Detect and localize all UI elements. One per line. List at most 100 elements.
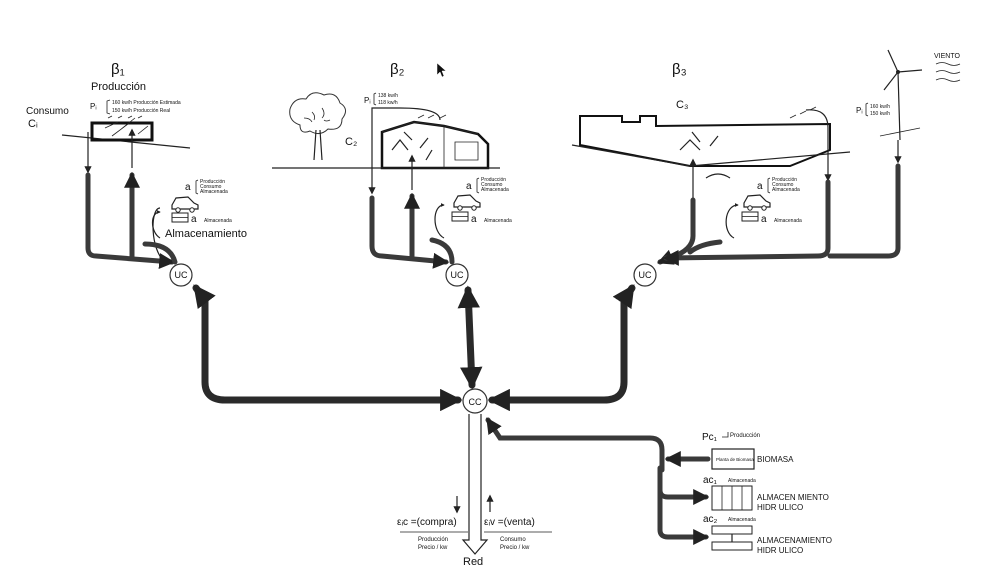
site-3-building-icon	[579, 115, 831, 167]
site-1-storage-link	[152, 207, 166, 263]
site-2-a1-symbol: a	[466, 181, 472, 192]
site-1-battery-icon	[171, 212, 189, 223]
site-1-beta: β₁	[111, 61, 125, 78]
site-3-sun-rays-icon	[789, 106, 817, 119]
site-3-a1-brace	[767, 177, 771, 194]
aux-hydro-tank-2-icon	[711, 525, 753, 551]
site-3-battery-icon	[741, 211, 759, 222]
site-1-p-symbol: Pᵢ	[90, 102, 97, 111]
site-2-p-symbol: Pᵢ	[364, 96, 371, 105]
site-2-tree-icon	[289, 92, 346, 161]
site-3-wind-label: VIENTO	[934, 53, 960, 60]
site-3-c-symbol: C₃	[676, 99, 688, 111]
site-1-uc-node	[169, 263, 193, 287]
site-1-p-value-1: 160 kw/h Producción Estimada	[112, 100, 181, 106]
site-2-car-icon	[453, 194, 481, 211]
site-3-storage-loop	[725, 203, 739, 239]
site-1-a2-symbol: a	[191, 214, 197, 225]
site-3-a2-symbol: a	[761, 214, 767, 225]
site-3-p-symbol: Pᵢ	[856, 106, 863, 115]
site-2-a1-brace	[476, 177, 480, 194]
link-uc2-cc	[457, 285, 483, 390]
site-2-a2-item: Almacenada	[484, 218, 512, 224]
site-1-flow-consumption	[85, 172, 176, 269]
site-2-a1-item-1: Producción	[481, 177, 506, 183]
aux-hydro-1-flow	[657, 465, 710, 506]
site-1-flow-storage	[142, 241, 178, 265]
site-1-a1-brace	[195, 179, 199, 195]
aux-a1-item: Almacenada	[728, 478, 756, 484]
site-2-flow-storage	[429, 237, 455, 265]
mouse-cursor-icon	[436, 62, 447, 78]
link-uc1-cc	[192, 284, 463, 412]
site-2-sun-rays-icon	[417, 114, 447, 119]
site-3: β₃ C₃ Pᵢ 160 kw/h 150 kw/h VIENTO a Prod…	[571, 49, 961, 287]
site-3-a1-symbol: a	[757, 181, 763, 192]
aux-p-label: Producción	[730, 433, 760, 439]
site-1-storage-label: Almacenamiento	[165, 228, 247, 240]
site-2-roof-link	[399, 107, 441, 121]
site-3-p-value-2: 150 kw/h	[870, 111, 890, 117]
site-3-flow-storage	[687, 239, 723, 255]
site-1-a1-item-2: Consumo	[200, 184, 222, 190]
site-2-uc-label: UC	[451, 270, 464, 280]
site-3-a2-item: Almacenada	[774, 218, 802, 224]
link-uc3-cc	[487, 284, 636, 412]
site-2-p-value-2: 118 kw/h	[378, 100, 398, 106]
cc-label: CC	[469, 397, 482, 407]
site-2-p-brace	[373, 92, 377, 106]
site-2-consumption-arrow	[368, 107, 400, 195]
site-3-a1-item-2: Consumo	[772, 182, 794, 188]
cc-node	[462, 388, 488, 414]
buy-sub-2: Precio / kw	[418, 545, 448, 551]
site-3-wind-turbine-icon	[879, 49, 923, 141]
site-3-flow-consumption	[662, 179, 831, 266]
site-3-consumption-arrow	[805, 109, 832, 182]
site-3-a1-item-3: Almacenada	[772, 187, 800, 193]
auxiliary: Pc₁ Producción Planta de Biomasa BIOMASA…	[657, 432, 832, 555]
aux-hydro-1-label-1: ALMACEN MIENTO	[757, 493, 829, 502]
site-1-a1-symbol: a	[185, 182, 191, 193]
sell-sub-1: Consumo	[500, 537, 526, 543]
site-2-c-symbol: C₂	[345, 136, 357, 148]
site-3-p-brace	[865, 102, 869, 117]
grid-arrow	[461, 414, 489, 555]
aux-hydro-1-label-2: HIDR ULICO	[757, 503, 803, 512]
site-3-car-icon	[743, 194, 771, 211]
aux-p-symbol: Pc₁	[702, 432, 718, 443]
site-2-battery-icon	[451, 211, 469, 222]
site-1-consumption-label: Consumo	[26, 106, 69, 117]
site-2-flow-consumption	[369, 195, 450, 269]
site-1-a1-item-3: Almacenada	[200, 189, 228, 195]
site-2-a2-symbol: a	[471, 214, 477, 225]
link-aux-cc	[485, 417, 665, 473]
aux-a2-item: Almacenada	[728, 517, 756, 523]
aux-a2-symbol: ac₂	[703, 514, 718, 525]
sell-symbol: εᵢv =(venta)	[484, 517, 535, 528]
grid-label: Red	[463, 556, 483, 568]
aux-hydro-2-flow	[657, 487, 710, 546]
site-1-consumption-symbol: Cᵢ	[28, 118, 38, 130]
aux-biomass-label: BIOMASA	[757, 455, 794, 464]
site-3-beta: β₃	[672, 61, 687, 78]
site-1-storage-loop	[151, 210, 161, 239]
site-1-a1-item-1: Producción	[200, 179, 225, 185]
site-3-uc-node	[633, 263, 657, 287]
site-1-building	[90, 121, 154, 142]
buy-sub-1: Producción	[418, 537, 448, 543]
site-2-a1-item-3: Almacenada	[481, 187, 509, 193]
site-1-sun-rays-icon	[107, 115, 143, 119]
site-1: β₁ Producción Consumo Cᵢ Pᵢ 160 kw/h Pro…	[26, 61, 247, 287]
site-3-uc-label: UC	[639, 270, 652, 280]
aux-plant-box-label: Planta de Biomasa	[716, 457, 754, 462]
aux-hydro-2-label-1: ALMACENAMIENTO	[757, 536, 832, 545]
site-3-wind-waves-icon	[935, 62, 961, 82]
sell-sub-2: Precio / kw	[500, 545, 530, 551]
site-3-a1-item-1: Producción	[772, 177, 797, 183]
site-3-p-value-1: 160 kw/h	[870, 104, 890, 110]
site-2-house-icon	[380, 120, 490, 170]
site-3-flow-wind	[827, 163, 901, 259]
buy-symbol: εᵢc =(compra)	[397, 517, 457, 528]
site-1-solar-panels-icon	[104, 117, 149, 137]
